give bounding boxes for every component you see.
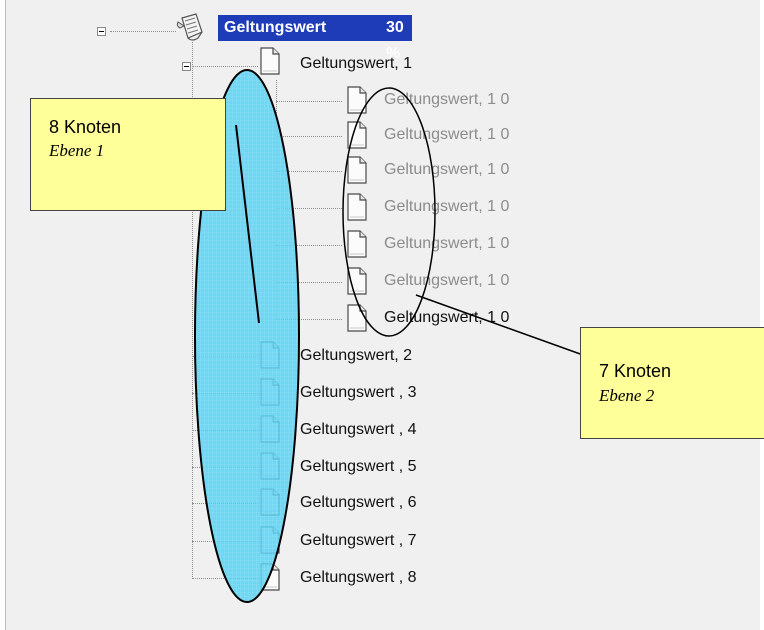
document-icon [346, 304, 368, 332]
node-label: Geltungswert, 1 0 [384, 161, 510, 178]
document-icon [346, 230, 368, 258]
node-label: Geltungswert, 2 [300, 347, 413, 364]
tree-connector [192, 66, 258, 67]
node-label: Geltungswert , 4 [300, 421, 417, 438]
document-icon [259, 341, 281, 369]
collapse-node-1-toggle[interactable] [182, 62, 191, 71]
document-icon [259, 488, 281, 516]
document-icon [346, 156, 368, 184]
document-icon [346, 193, 368, 221]
tree-connector [276, 319, 342, 320]
callout-count: 7 Knoten [599, 361, 672, 381]
node-label: Geltungswert, 1 0 [384, 235, 510, 252]
root-label[interactable]: Geltungswert 30 % [218, 15, 412, 62]
callout-level1: 8 Knoten Ebene 1 [30, 98, 226, 211]
tree-connector [192, 467, 258, 468]
tree-connector [192, 578, 258, 579]
node-label: Geltungswert , 5 [300, 458, 417, 475]
document-icon [259, 378, 281, 406]
scroll-icon [174, 12, 206, 42]
callout-level: Ebene 1 [49, 141, 105, 160]
document-icon [259, 415, 281, 443]
root-title: Geltungswert [224, 19, 327, 36]
document-icon [346, 86, 368, 114]
node-label: Geltungswert, 1 0 [384, 198, 510, 215]
tree-connector [276, 245, 342, 246]
document-icon [259, 526, 281, 554]
tree-connector [110, 31, 176, 32]
node-label: Geltungswert, 1 0 [384, 91, 510, 108]
document-icon [346, 267, 368, 295]
tree-connector [276, 136, 342, 137]
tree-connector [192, 42, 193, 579]
collapse-root-toggle[interactable] [97, 27, 106, 36]
tree-connector [276, 80, 277, 319]
tree-connector [192, 356, 258, 357]
document-icon [259, 47, 281, 75]
node-label: Geltungswert, 1 0 [384, 126, 510, 143]
callout-level: Ebene 2 [599, 386, 655, 405]
node-label: Geltungswert , 6 [300, 494, 417, 511]
root-percent: 30 % [386, 19, 404, 62]
document-icon [346, 121, 368, 149]
tree-connector [192, 541, 258, 542]
tree-panel: Geltungswert 30 % Geltungswert, 1 Geltun… [5, 0, 760, 630]
document-icon [259, 563, 281, 591]
tree-connector [276, 208, 342, 209]
node-label: Geltungswert, 1 0 [384, 272, 510, 289]
node-label: Geltungswert , 7 [300, 532, 417, 549]
tree-connector [192, 430, 258, 431]
node-label: Geltungswert , 3 [300, 384, 417, 401]
node-label: Geltungswert, 1 0 [384, 309, 510, 326]
document-icon [259, 452, 281, 480]
callout-count: 8 Knoten [49, 117, 122, 137]
tree-connector [192, 503, 258, 504]
callout-level2: 7 Knoten Ebene 2 [580, 327, 764, 439]
node-label: Geltungswert , 8 [300, 569, 417, 586]
tree-connector [276, 101, 342, 102]
tree-connector [276, 282, 342, 283]
tree-connector [192, 393, 258, 394]
tree-connector [276, 171, 342, 172]
node-label: Geltungswert, 1 [300, 55, 413, 72]
